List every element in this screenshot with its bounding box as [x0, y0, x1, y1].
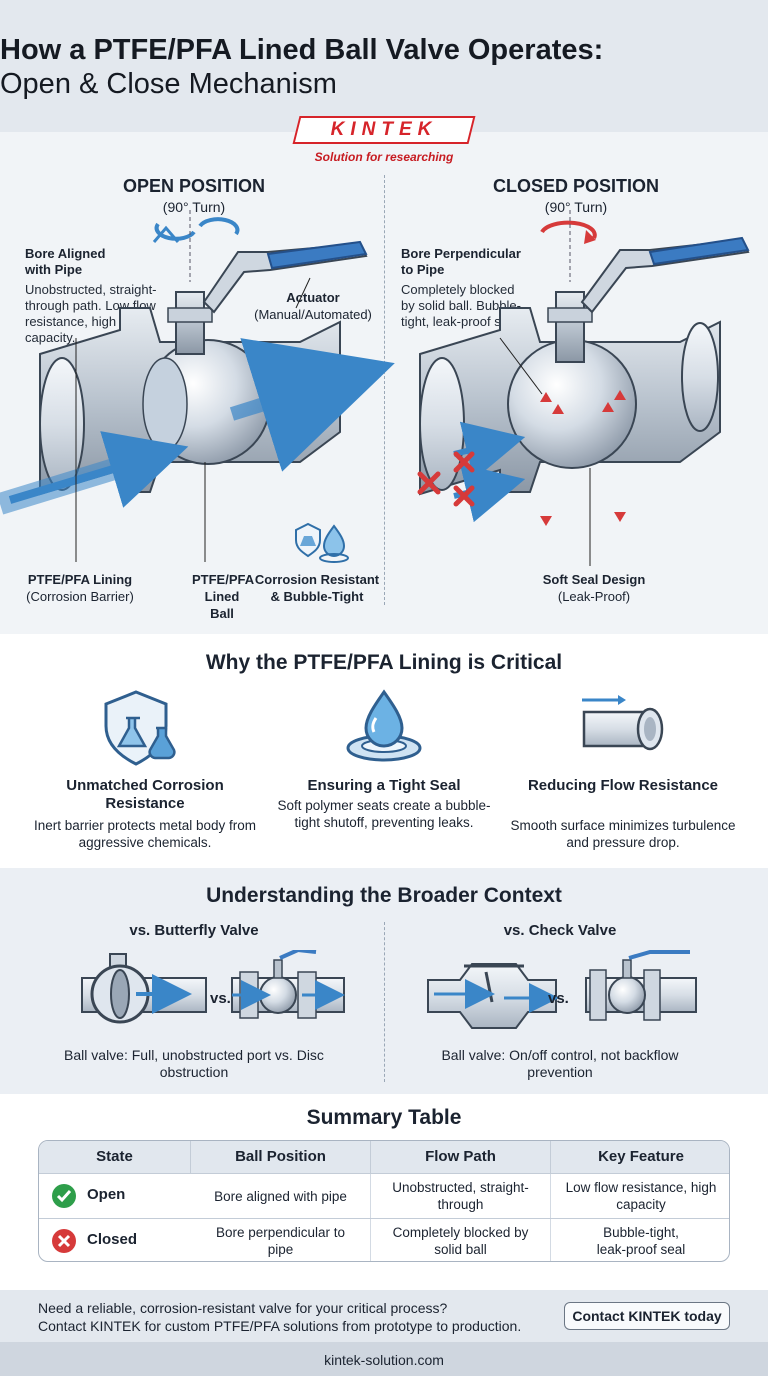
summary-table: State Ball Position Flow Path Key Featur…	[38, 1140, 730, 1262]
row-closed-state: Closed	[87, 1231, 138, 1248]
open-bore-desc: Unobstructed, straight-through path. Low…	[25, 282, 157, 345]
footer-line2: Contact KINTEK for custom PTFE/PFA solut…	[38, 1318, 522, 1334]
actuator-desc: (Manual/Automated)	[254, 307, 372, 322]
closed-flow-arrow-1	[453, 421, 526, 481]
open-flow-arrow-out	[229, 338, 395, 472]
context-divider	[384, 922, 385, 1082]
context-section-title: Understanding the Broader Context	[206, 884, 562, 907]
check-comparison-graphic	[427, 950, 697, 1029]
feature-desc-seal: Soft polymer seats create a bubble-tight…	[277, 798, 491, 830]
table-header-key-feature: Key Feature	[551, 1141, 729, 1173]
logo-tagline: Solution for researching	[314, 150, 454, 164]
lined-ball-label: PTFE/PFA Lined Ball	[192, 572, 255, 621]
row-closed-key-feature: Bubble-tight, leak-proof seal	[596, 1225, 686, 1257]
soft-seal-desc: (Leak-Proof)	[557, 589, 631, 604]
contact-button[interactable]: Contact KINTEK today	[564, 1302, 730, 1330]
table-header-ball-position: Ball Position	[191, 1141, 371, 1173]
row-open-ball-position: Bore aligned with pipe	[191, 1174, 371, 1218]
valve-diagrams	[0, 210, 750, 566]
summary-title: Summary Table	[306, 1106, 462, 1129]
page-title-line1: How a PTFE/PFA Lined Ball Valve Operates…	[0, 34, 604, 66]
closed-position-subtitle: (90° Turn)	[544, 199, 608, 215]
footer-line1: Need a reliable, corrosion-resistant val…	[38, 1300, 448, 1316]
open-position-title: OPEN POSITION	[122, 176, 266, 196]
closed-bore-desc: Completely blocked by solid ball. Bubble…	[401, 282, 522, 329]
open-position-subtitle: (90° Turn)	[162, 199, 226, 215]
why-section-title: Why the PTFE/PFA Lining is Critical	[205, 651, 563, 674]
shield-flask-small-icon	[295, 522, 321, 558]
closed-handle	[580, 238, 750, 314]
table-row	[39, 1218, 729, 1261]
x-circle-icon	[52, 1229, 76, 1253]
website-bar	[0, 1342, 768, 1376]
shield-flask-icon	[104, 690, 176, 766]
vs-label-butterfly: vs.	[210, 990, 231, 1007]
closed-valve-graphic	[417, 210, 750, 566]
open-bore-title: Bore Aligned with Pipe	[25, 246, 106, 277]
header-banner	[0, 0, 768, 132]
row-closed-flow-path: Completely blocked by solid ball	[371, 1219, 551, 1261]
water-drop-small-icon	[319, 524, 349, 563]
butterfly-comparison-graphic	[81, 950, 345, 1024]
open-handle-grip	[266, 240, 368, 270]
feature-desc-corrosion: Inert barrier protects metal body from a…	[33, 818, 257, 850]
table-header-flow-path: Flow Path	[371, 1141, 551, 1173]
feature-title-seal: Ensuring a Tight Seal	[307, 777, 461, 794]
check-compare-desc: Ball valve: On/off control, not backflow…	[441, 1047, 679, 1080]
table-row	[39, 1173, 729, 1218]
lining-title: PTFE/PFA Lining	[27, 572, 133, 587]
feature-title-corrosion: Unmatched Corrosion Resistance	[66, 777, 224, 812]
blocked-x-icons	[417, 451, 475, 507]
brand-logo: KINTEK Solution for researching	[0, 116, 768, 166]
logo-text: KINTEK	[330, 119, 438, 140]
closed-position-title: CLOSED POSITION	[492, 176, 660, 196]
closed-handle-grip	[648, 236, 750, 266]
closed-bore-title: Bore Perpendicular to Pipe	[401, 246, 521, 277]
rotate-right-icon	[198, 217, 240, 236]
smooth-pipe-icon	[582, 695, 664, 751]
soft-seal-title: Soft Seal Design	[542, 572, 646, 587]
row-open-flow-path: Unobstructed, straight-through	[371, 1174, 551, 1218]
row-open-key-feature: Low flow resistance, high capacity	[565, 1180, 717, 1212]
feature-desc-flow: Smooth surface minimizes turbulence and …	[510, 818, 736, 850]
check-compare-title: vs. Check Valve	[503, 922, 617, 939]
open-stem	[175, 291, 205, 355]
closed-stem	[555, 291, 585, 363]
lining-desc: (Corrosion Barrier)	[26, 589, 134, 604]
open-flow-arrow-in	[8, 431, 189, 508]
corrosion-resistant-label: Corrosion Resistant & Bubble-Tight	[254, 572, 380, 604]
feature-title-flow: Reducing Flow Resistance	[527, 777, 719, 794]
vs-label-check: vs.	[548, 990, 569, 1007]
butterfly-compare-desc: Ball valve: Full, unobstructed port vs. …	[64, 1047, 324, 1080]
seal-pressure-marks	[540, 390, 626, 526]
check-circle-icon	[52, 1184, 76, 1208]
website-link[interactable]: kintek-solution.com	[324, 1352, 444, 1368]
open-valve-graphic	[0, 210, 395, 563]
page-title-line2: Open & Close Mechanism	[0, 68, 337, 100]
water-drop-seal-icon	[346, 689, 422, 762]
row-open-state: Open	[87, 1186, 126, 1203]
row-closed-ball-position: Bore perpendicular to pipe	[191, 1219, 371, 1261]
rotate-closed-icon	[540, 220, 597, 239]
butterfly-compare-title: vs. Butterfly Valve	[129, 922, 259, 939]
table-header-state: State	[39, 1141, 191, 1173]
